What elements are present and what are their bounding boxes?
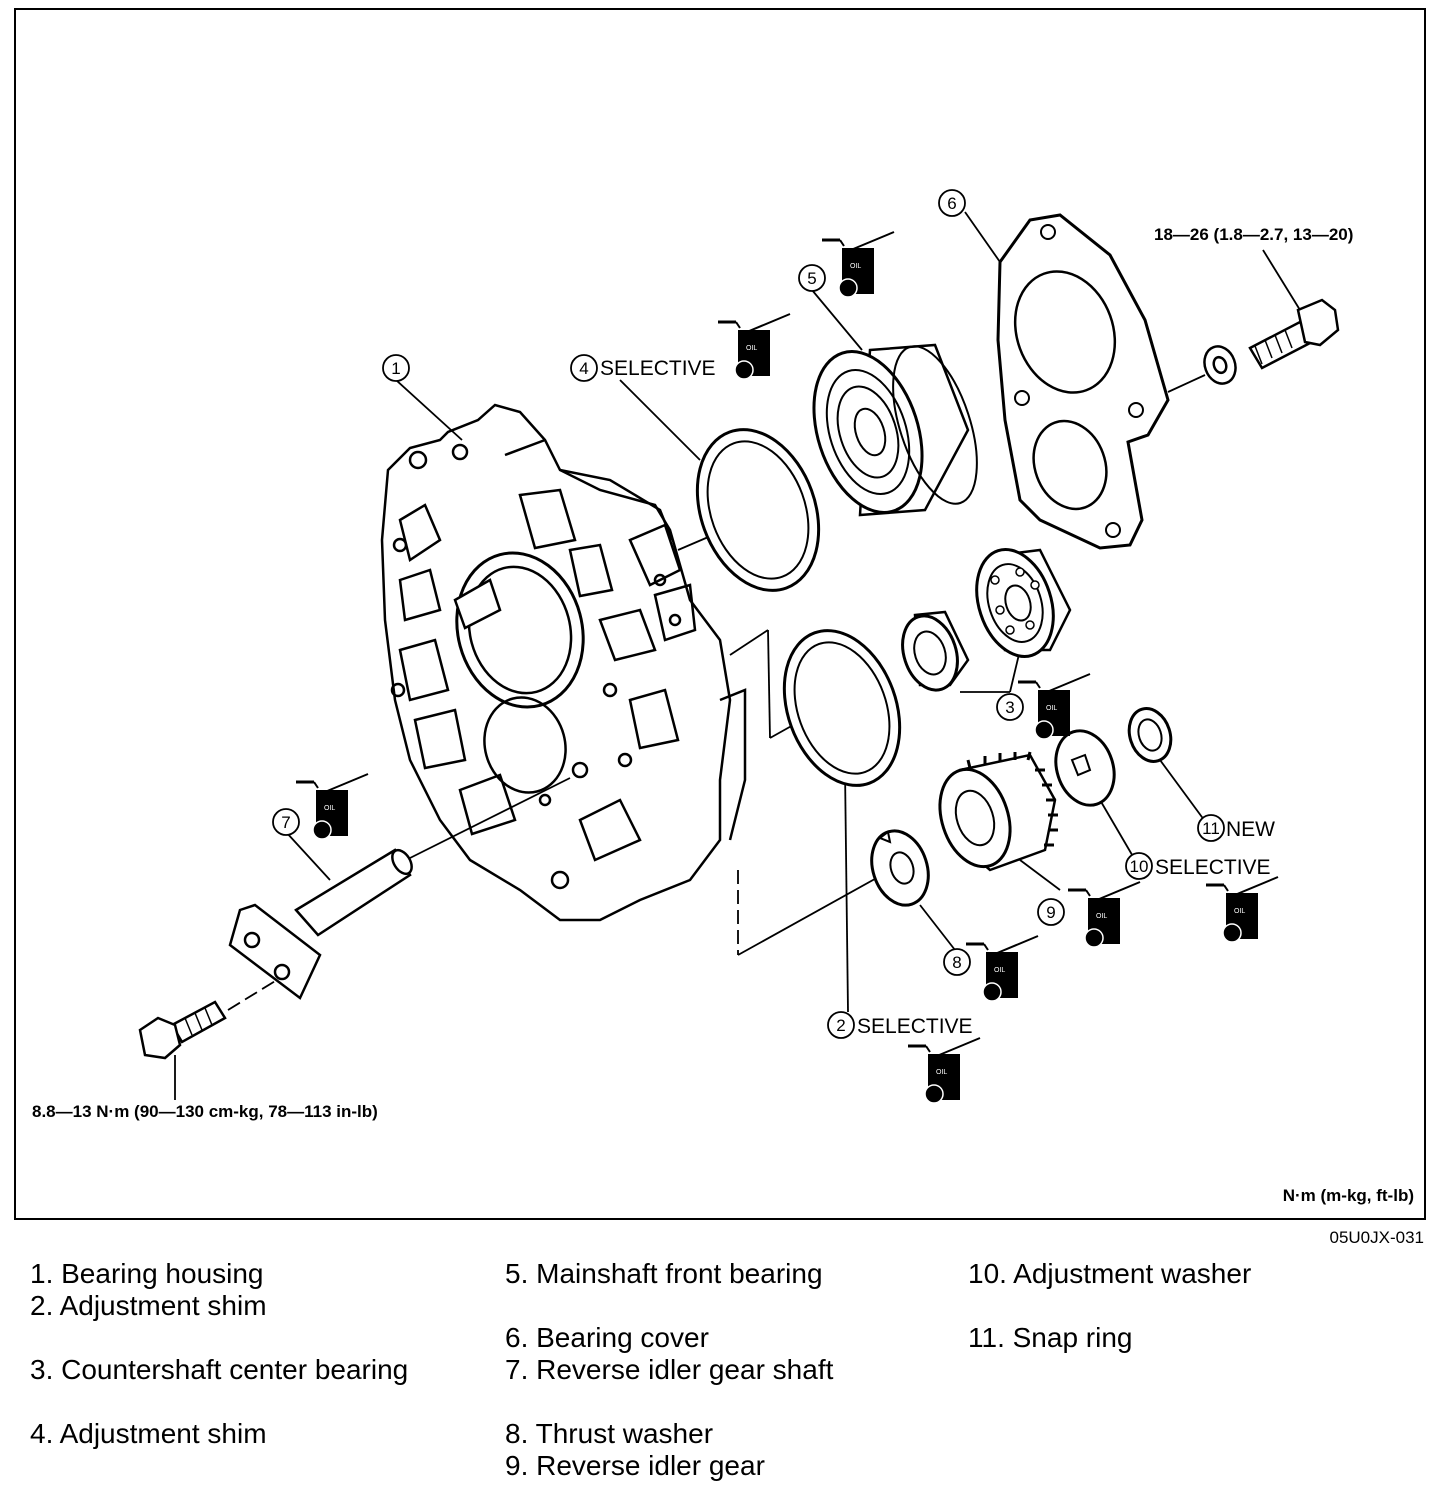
legend-item-10: 10. Adjustment washer bbox=[968, 1258, 1252, 1289]
oil-icon-shim-2 bbox=[906, 1036, 982, 1105]
exploded-view-diagram: OIL bbox=[32, 189, 1414, 1205]
callout-number-2: 2 bbox=[836, 1016, 845, 1035]
oil-icon-washer-8 bbox=[964, 934, 1040, 1003]
legend-item-4: 4. Adjustment shim bbox=[30, 1418, 267, 1449]
legend-item-3: 3. Countershaft center bearing bbox=[30, 1354, 409, 1385]
legend-item-2: 2. Adjustment shim bbox=[30, 1290, 267, 1321]
leader-lines bbox=[174, 211, 1301, 1100]
mainshaft-front-bearing bbox=[812, 343, 978, 517]
callout-number-3: 3 bbox=[1005, 698, 1014, 717]
selective-label-2: SELECTIVE bbox=[857, 1015, 973, 1038]
legend-item-9: 9. Reverse idler gear bbox=[505, 1450, 765, 1481]
countershaft-center-bearing bbox=[901, 548, 1072, 692]
legend-item-7: 7. Reverse idler gear shaft bbox=[505, 1354, 834, 1385]
legend-item-6: 6. Bearing cover bbox=[505, 1322, 709, 1353]
callout-circle-2 bbox=[827, 1011, 855, 1039]
oil-icon-shim-4 bbox=[716, 312, 792, 381]
callout-circle-7 bbox=[272, 808, 300, 836]
snap-ring bbox=[1127, 707, 1173, 763]
callout-circle-9 bbox=[1037, 898, 1065, 926]
bearing-housing bbox=[380, 403, 747, 922]
new-label-11: NEW bbox=[1226, 818, 1275, 841]
selective-label-10: SELECTIVE bbox=[1155, 856, 1271, 879]
shaft-bolt bbox=[138, 1000, 227, 1060]
selective-label-4: SELECTIVE bbox=[600, 357, 716, 380]
reverse-idler-gear bbox=[938, 751, 1058, 872]
callout-circle-10 bbox=[1125, 852, 1153, 880]
oil-icon-bearing-5 bbox=[820, 230, 896, 299]
callout-circle-4 bbox=[570, 354, 598, 382]
callout-number-6: 6 bbox=[947, 194, 956, 213]
callout-number-4: 4 bbox=[579, 359, 588, 378]
legend-column-1: 1. Bearing housing 2. Adjustment shim 3.… bbox=[30, 1258, 408, 1450]
legend-column-2: 5. Mainshaft front bearing 6. Bearing co… bbox=[505, 1258, 833, 1482]
oil-icon-shaft-7 bbox=[294, 772, 370, 841]
figure-code: 05U0JX-031 bbox=[1329, 1228, 1424, 1247]
callout-number-5: 5 bbox=[807, 269, 816, 288]
cover-bolt bbox=[1203, 298, 1340, 385]
callout-number-10: 10 bbox=[1130, 857, 1149, 876]
callout-number-11: 11 bbox=[1202, 819, 1220, 838]
thrust-washer bbox=[870, 829, 930, 907]
legend-item-1: 1. Bearing housing bbox=[30, 1258, 264, 1289]
oil-icon-bearing-3 bbox=[1016, 672, 1092, 741]
legend-item-8: 8. Thrust washer bbox=[505, 1418, 714, 1449]
callout-circle-11 bbox=[1197, 814, 1225, 842]
callout-circle-1 bbox=[382, 354, 410, 382]
callout-circle-6 bbox=[938, 189, 966, 217]
callout-number-1: 1 bbox=[391, 359, 400, 378]
adjustment-shim-4 bbox=[695, 428, 821, 592]
oil-icon-gear-9 bbox=[1066, 880, 1142, 949]
oil-icon-washer-10 bbox=[1204, 875, 1280, 944]
bearing-cover bbox=[996, 213, 1170, 550]
diagram-frame bbox=[14, 8, 1426, 1220]
callout-circle-3 bbox=[996, 693, 1024, 721]
adjustment-washer bbox=[1054, 729, 1116, 807]
callout-number-8: 8 bbox=[952, 953, 961, 972]
torque-spec-cover-bolt: 18—26 (1.8—2.7, 13—20) bbox=[1154, 225, 1353, 244]
legend-item-5: 5. Mainshaft front bearing bbox=[505, 1258, 823, 1289]
legend-item-11: 11. Snap ring bbox=[968, 1322, 1133, 1353]
adjustment-shim-2 bbox=[782, 629, 902, 787]
torque-units-note: N·m (m-kg, ft-lb) bbox=[1283, 1186, 1414, 1205]
reverse-idler-gear-shaft bbox=[228, 848, 413, 1000]
legend-column-3: 10. Adjustment washer 11. Snap ring bbox=[968, 1258, 1251, 1354]
callout-circle-8 bbox=[943, 948, 971, 976]
callout-number-7: 7 bbox=[281, 813, 290, 832]
callout-number-9: 9 bbox=[1046, 903, 1055, 922]
callout-circle-5 bbox=[798, 264, 826, 292]
torque-spec-shaft-bolt: 8.8—13 N·m (90—130 cm-kg, 78—113 in-lb) bbox=[32, 1102, 378, 1121]
